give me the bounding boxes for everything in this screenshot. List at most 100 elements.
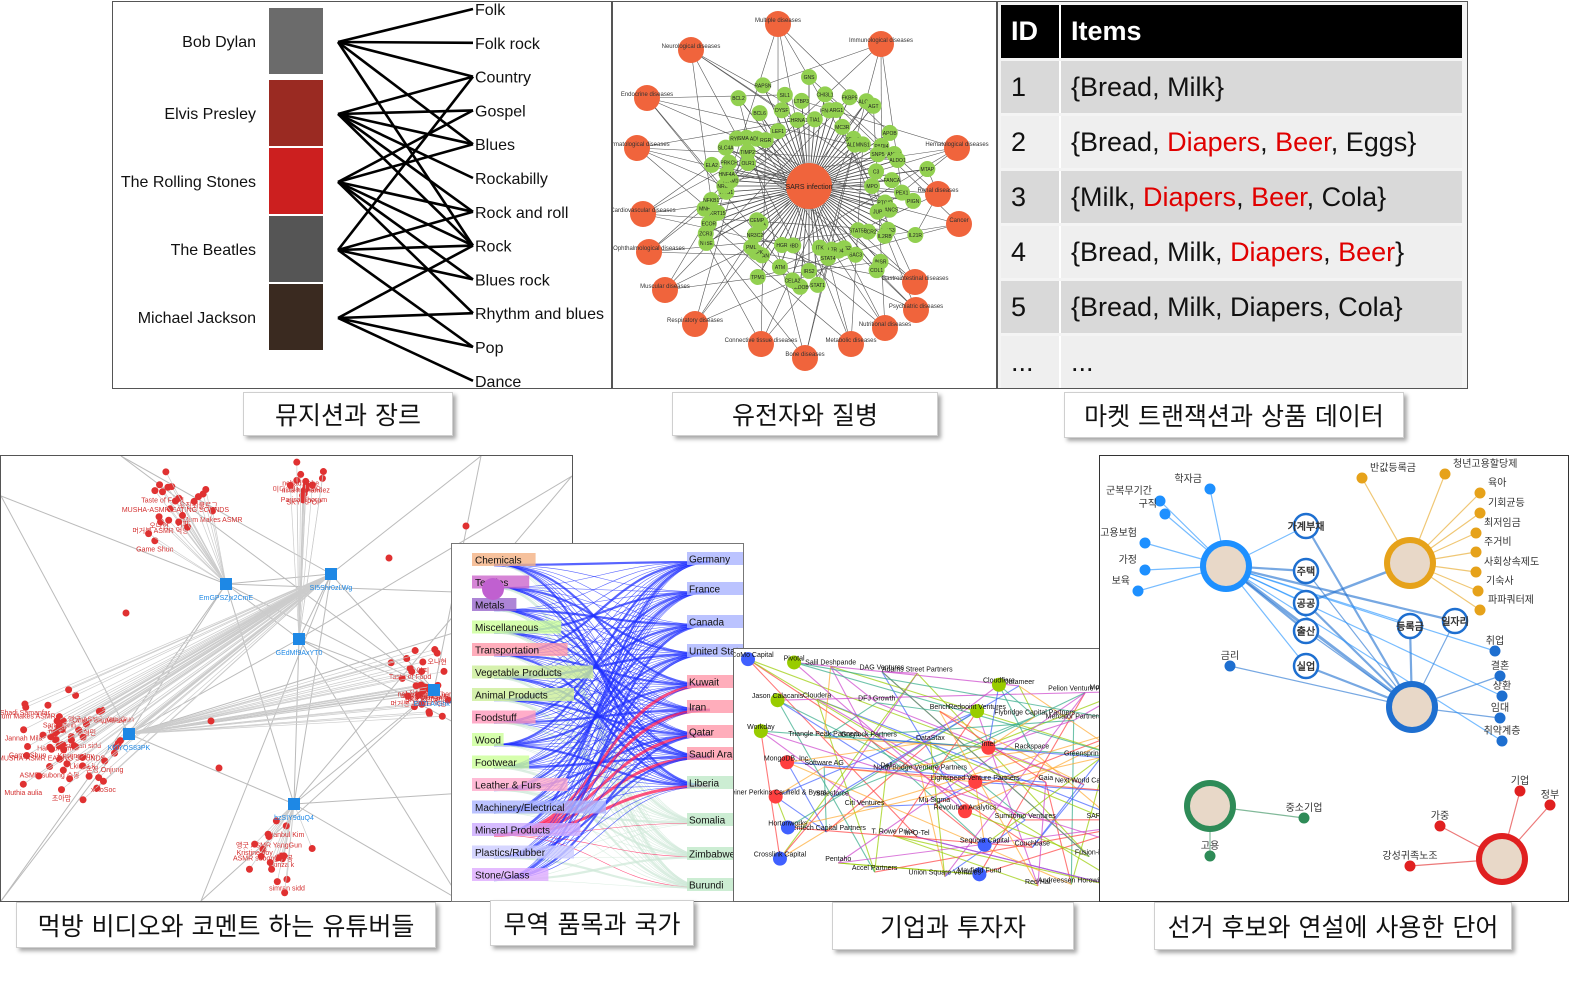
investor-label: Pelion Venture Partners <box>1048 686 1122 693</box>
edge-line <box>178 521 227 585</box>
video-label: Kf0YQS83PK <box>108 745 151 752</box>
gene-label: ECOR <box>702 222 717 228</box>
commenter-label: 미다 1da ASMR <box>401 692 449 701</box>
company-node <box>970 704 985 719</box>
edge-line <box>283 803 295 856</box>
edge-line <box>225 573 332 585</box>
edge-line <box>646 97 727 193</box>
genre-label: Blues <box>475 137 515 154</box>
edge-line <box>816 699 876 873</box>
word-label: 가정 <box>1119 554 1137 566</box>
word-node <box>1204 483 1216 495</box>
edge-line <box>876 702 940 712</box>
word-node <box>1159 508 1171 520</box>
commenter-node <box>207 717 215 725</box>
trade-flow <box>493 812 711 858</box>
word-node <box>1224 660 1236 672</box>
disease-label: Respiratory diseases <box>667 318 723 324</box>
edge-line <box>934 781 976 805</box>
edge-line <box>747 658 918 838</box>
word-label: 정부 <box>1541 789 1559 801</box>
gene-node <box>784 272 801 289</box>
investor-label: Jason Calacanis <box>752 693 804 700</box>
commenter-node <box>297 470 305 478</box>
commenter-label: 초아맘 <box>52 794 72 803</box>
video-node <box>428 684 440 696</box>
word-node <box>1474 487 1486 499</box>
investor-label: Flybridge Capital Partners <box>994 710 1075 717</box>
investor-label: Redpoint Ventures <box>948 704 1006 711</box>
word-label: 주거비 <box>1484 536 1512 548</box>
edge-line <box>154 540 227 585</box>
product-bar <box>472 665 594 679</box>
gene-node <box>703 192 720 209</box>
edge-line <box>128 711 430 735</box>
commenter-label: 오나현 <box>428 657 447 666</box>
disease-label: Muscular diseases <box>640 284 690 290</box>
gene-node <box>881 124 898 141</box>
table-row: 4{Bread, Milk, Diapers, Beer} <box>1001 226 1462 278</box>
gene-node <box>889 151 906 168</box>
trade-flow <box>493 591 711 858</box>
word-label: 보육 <box>1112 575 1130 587</box>
commenter-node <box>440 667 448 675</box>
edge-line <box>337 109 474 184</box>
edge-line <box>337 113 474 247</box>
word-label: 군복무기간 <box>1106 485 1152 497</box>
caption-invest: 기업과 투자자 <box>832 902 1074 950</box>
country-bar <box>687 552 743 565</box>
word-node <box>1396 612 1424 640</box>
gene-node <box>869 203 886 220</box>
commenter-label: Muthia aulia <box>4 790 42 797</box>
commenter-node <box>145 530 153 538</box>
commenter-node <box>268 865 276 873</box>
investor-label: DAG Ventures <box>859 665 904 672</box>
highlighted-item: Beer <box>1251 181 1307 212</box>
edge-line <box>337 180 474 214</box>
investor-label: Red Hat <box>1025 879 1051 886</box>
investor-label: Gaia <box>1038 775 1053 782</box>
product-bar <box>472 553 536 566</box>
company-node <box>972 867 987 882</box>
commenter-label: simran sidd <box>269 885 305 892</box>
edge-line <box>876 702 1085 786</box>
commenter-node <box>67 736 75 744</box>
word-label: 등록금 <box>1396 621 1424 633</box>
gene-label: C3 <box>873 169 880 175</box>
word-node <box>1474 604 1486 616</box>
gene-node <box>709 204 726 221</box>
edge-line <box>128 667 411 735</box>
edge-line <box>336 75 475 251</box>
word-node <box>1489 645 1501 657</box>
gene-label: SIL1 <box>780 93 791 99</box>
commenter-node <box>319 468 327 476</box>
edge-line <box>690 49 782 111</box>
edge-line <box>636 147 898 161</box>
investor-label: Greylock Partners <box>841 731 898 738</box>
commenter-node <box>65 686 73 694</box>
commenter-node <box>116 737 124 745</box>
edge-line <box>128 671 445 735</box>
gene-label: DYSF <box>775 108 788 114</box>
trade-flow <box>493 767 711 787</box>
edge-line <box>298 573 332 640</box>
investor-label: Mu Sigma <box>919 797 951 804</box>
gene-label: MNS1 <box>856 142 870 148</box>
commenter-node <box>166 505 174 513</box>
word-node <box>1494 670 1506 682</box>
edge-line <box>1225 565 1503 697</box>
table-row: 5{Bread, Milk, Diapers, Cola} <box>1001 281 1462 333</box>
edge-line <box>337 316 474 349</box>
commenter-node <box>419 658 427 666</box>
video-label: GEdMf9AxYT0 <box>276 650 323 657</box>
product-bar <box>472 778 568 791</box>
edge-line <box>337 40 474 146</box>
genre-label: Dance <box>475 374 521 388</box>
edge-line <box>128 733 295 805</box>
trade-flow <box>493 560 711 837</box>
commenter-node <box>95 774 103 782</box>
word-node <box>1434 820 1446 832</box>
edge-line <box>337 248 474 349</box>
commenter-node <box>79 796 87 804</box>
